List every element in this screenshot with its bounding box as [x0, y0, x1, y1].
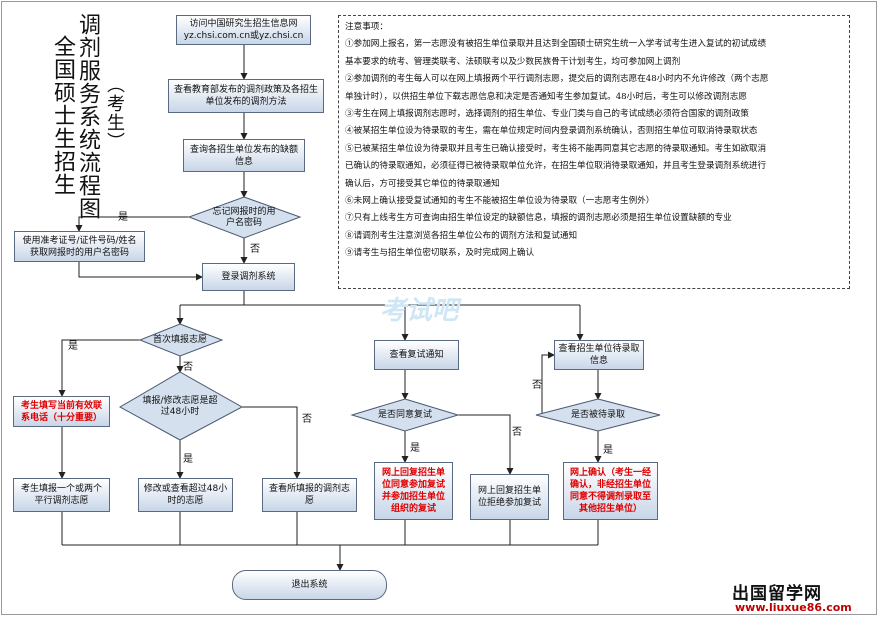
visit-site-box: 访问中国研究生招生信息网 yz.chsi.com.cn或yz.chsi.cn [176, 15, 311, 45]
label-no-edit: 否 [302, 414, 312, 425]
view-policy-box: 查看教育部发布的调剂政策及各招生单位发布的调剂方法 [168, 79, 324, 113]
diamond-agree [350, 398, 460, 432]
site-url[interactable]: www.liuxue86.com [735, 601, 852, 614]
edit-over-48h-decision: 填报/修改志愿是超过48小时 [142, 396, 218, 417]
note-line: ②参加调剂的考生每人可以在网上填报两个平行调剂志愿，提交后的调剂志愿在48小时内… [345, 74, 769, 85]
watermark-logo: 考试吧 [380, 296, 459, 326]
fill-volunteer-box: 考生填报一个或两个平行调剂志愿 [13, 478, 110, 512]
label-yes-agree: 是 [410, 443, 420, 454]
diamond-edit [118, 371, 244, 441]
phone-box: 考生填写当前有效联系电话（十分重要） [13, 396, 110, 427]
notes-panel: 注意事项： ①参加网上报名，第一志愿没有被招生单位录取并且达到全国硕士研究生统一… [338, 15, 850, 289]
note-line: ⑧请调剂考生注意浏览各招生单位公布的调剂方法和复试通知 [345, 230, 578, 241]
diamond-forgot [187, 196, 302, 239]
label-no-forgot: 否 [250, 244, 260, 255]
note-line: ⑤已被某招生单位设为待录取并且考生已确认接受时，考生将不能再同意其它志愿的待录取… [345, 143, 767, 154]
note-line: 基本要求的统考、管理类联考、法硕联考以及少数民族骨干计划考生，均可参加网上调剂 [345, 56, 681, 67]
pending-info-box: 查看招生单位待录取信息 [554, 340, 644, 370]
diamond-pending [535, 398, 661, 432]
diamond-first [138, 323, 224, 357]
label-yes-pending: 是 [603, 445, 613, 456]
note-line: ⑨请考生与招生单位密切联系，及时完成网上确认 [345, 248, 535, 259]
login-system-box: 登录调剂系统 [202, 263, 295, 291]
site-name: 出国留学网 [732, 584, 822, 604]
note-line: ③考生在网上填报调剂志愿时，选择调剂的招生单位、专业门类与自己的考试成绩必须符合… [345, 109, 749, 120]
note-line: ⑦只有上线考生方可查询由招生单位设定的缺额信息，填报的调剂志愿必须是招生单位设置… [345, 213, 732, 224]
label-no-pending: 否 [532, 380, 542, 391]
label-no-first: 否 [183, 362, 193, 373]
note-line: 单独计时），以供招生单位下载志愿信息和决定是否通知考生参加复试。48小时后，考生… [345, 91, 747, 102]
title-line1: 全国硕士生招生 [50, 35, 75, 196]
label-no-agree: 否 [512, 427, 522, 438]
forgot-password-decision: 忘记网报时的用户名密码 [212, 207, 276, 228]
notes-header: 注意事项： [345, 22, 388, 32]
note-line: ①参加网上报名，第一志愿没有被招生单位录取并且达到全国硕士研究生统一入学考试考生… [345, 39, 767, 50]
label-yes-forgot: 是 [118, 212, 128, 223]
note-line: 已确认的待录取通知，必须征得已被待录取单位允许，在招生单位取消待录取通知，并且考… [345, 161, 767, 172]
view-filled-box: 查看所填报的调剂志愿 [262, 478, 357, 512]
edit-volunteer-box: 修改或查看超过48小时的志愿 [138, 478, 233, 512]
title-line2: 调剂服务系统流程图 [75, 13, 100, 220]
confirm-box: 网上确认（考生一经确认，非经招生单位同意不得调剂录取至其他招生单位） [563, 462, 658, 520]
note-line: 确认后，方可接受其它单位的待录取通知 [345, 178, 500, 189]
agree-retest-decision: 是否同意复试 [377, 409, 432, 420]
agree-retest-box: 网上回复招生单位同意参加复试并参加招生单位组织的复试 [374, 462, 453, 520]
label-yes-first: 是 [68, 341, 78, 352]
retest-notice-box: 查看复试通知 [374, 340, 459, 370]
refuse-retest-box: 网上回复招生单位拒绝参加复试 [470, 474, 549, 520]
label-yes-edit: 是 [183, 454, 193, 465]
pending-decision: 是否被待录取 [570, 409, 625, 420]
note-line: ④被某招生单位设为待录取的考生，需在单位规定时间内登录调剂系统确认，否则招生单位… [345, 126, 758, 137]
exit-system-terminal: 退出系统 [232, 570, 387, 600]
note-line: ⑥未网上确认接受复试通知的考生不能被招生单位设为待录取（一志愿考生例外） [345, 196, 655, 207]
title-note: （考生） [104, 75, 125, 151]
retrieve-account-box: 使用准考证号/证件号码/姓名获取网报时的用户名密码 [14, 231, 145, 262]
query-vacancy-box: 查询各招生单位发布的缺额信息 [183, 139, 305, 172]
first-fill-decision: 首次填报志愿 [152, 334, 207, 345]
